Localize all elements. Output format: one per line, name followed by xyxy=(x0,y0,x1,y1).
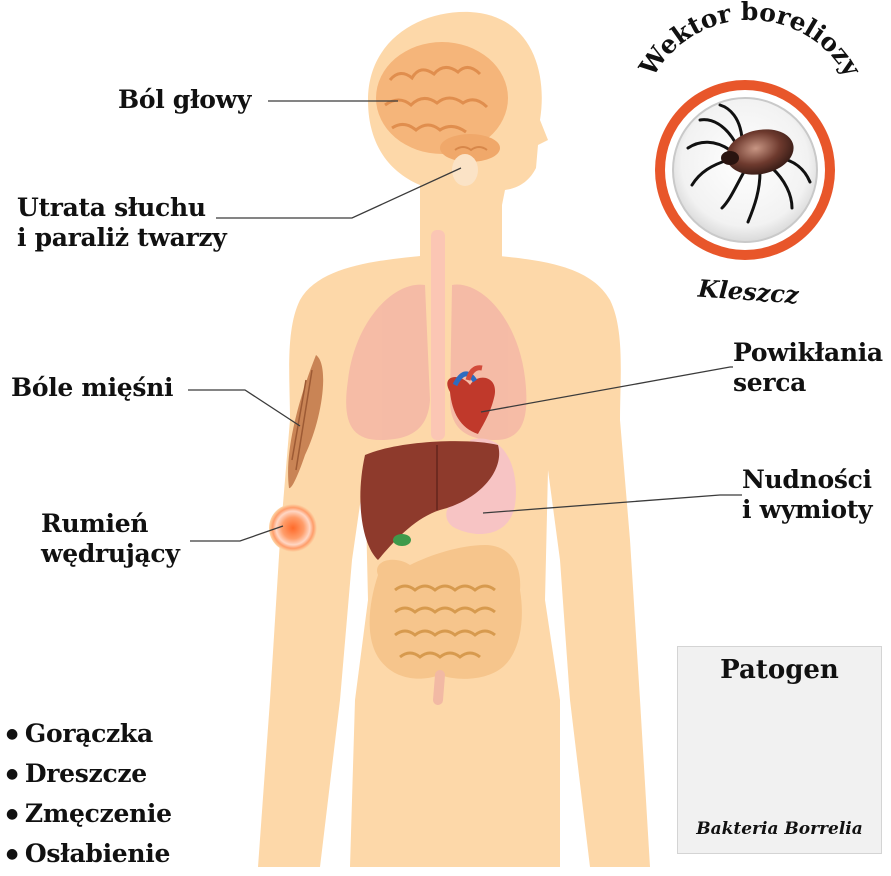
label-hearing-loss: Utrata słuchu i paraliż twarzy xyxy=(17,193,227,253)
vector-title: Wektor boreliozy xyxy=(633,0,867,82)
label-rash: Rumień wędrujący xyxy=(41,509,180,569)
label-nausea: Nudności i wymioty xyxy=(742,465,872,525)
gallbladder xyxy=(393,534,411,546)
label-muscle-pain: Bóle mięśni xyxy=(11,373,173,403)
list-item: Gorączka xyxy=(6,716,172,756)
pathogen-caption: Bakteria Borrelia xyxy=(678,819,881,839)
general-symptoms-list: Gorączka Dreszcze Zmęczenie Osłabienie xyxy=(6,716,172,876)
vector-emblem: Wektor boreliozy xyxy=(633,0,867,260)
pathogen-title: Patogen xyxy=(678,655,881,685)
list-item: Osłabienie xyxy=(6,836,172,876)
trachea xyxy=(431,230,445,440)
list-item: Dreszcze xyxy=(6,756,172,796)
pathogen-panel: Patogen Bakteria Borrelia xyxy=(677,646,882,854)
label-headache: Ból głowy xyxy=(118,85,251,115)
label-heart-complications: Powikłania serca xyxy=(733,338,883,398)
list-item: Zmęczenie xyxy=(6,796,172,836)
